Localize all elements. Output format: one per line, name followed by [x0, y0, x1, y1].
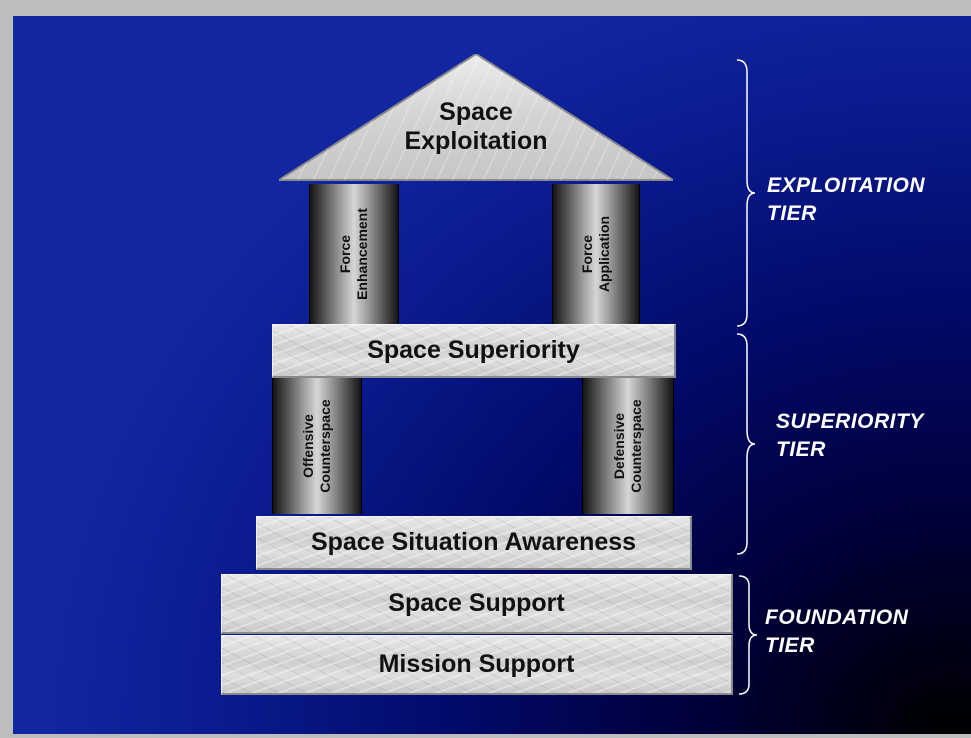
- tier-label-line2: TIER: [767, 202, 817, 225]
- column-offensive-counterspace: Offensive Counterspace: [272, 378, 362, 514]
- superiority-tier-label: SUPERIORITY TIER: [776, 408, 924, 464]
- space-situation-awareness-label: Space Situation Awareness: [310, 528, 637, 556]
- column-force-enhancement: Force Enhancement: [309, 184, 399, 324]
- foundation-tier-brace: [738, 575, 758, 695]
- column-force-enhancement-label: Force Enhancement: [337, 184, 371, 324]
- tier-label-line2: TIER: [776, 438, 826, 461]
- column-defensive-counterspace-label: Defensive Counterspace: [611, 376, 645, 516]
- tier-label-line1: FOUNDATION: [765, 606, 909, 629]
- column-label-line2: Counterspace: [317, 399, 333, 493]
- roof-title-line1: Space: [439, 98, 513, 126]
- column-label-line1: Defensive: [611, 412, 627, 480]
- tier-label-line2: TIER: [765, 634, 815, 657]
- column-defensive-counterspace: Defensive Counterspace: [582, 378, 674, 514]
- slide-background: Space Exploitation Force Enhancement For…: [13, 16, 971, 734]
- mission-support-label: Mission Support: [378, 650, 575, 678]
- column-label-line2: Counterspace: [628, 399, 644, 493]
- roof-pediment: [279, 54, 673, 181]
- column-force-application-label: Force Application: [579, 184, 613, 324]
- space-support-slab: Space Support: [221, 574, 733, 634]
- column-label-line1: Force: [337, 234, 353, 274]
- column-label-line1: Force: [579, 234, 595, 274]
- space-superiority-slab: Space Superiority: [272, 324, 676, 378]
- superiority-tier-brace: [736, 333, 756, 555]
- column-force-application: Force Application: [552, 184, 640, 324]
- roof-title-line2: Exploitation: [404, 127, 548, 155]
- tier-label-line1: SUPERIORITY: [776, 410, 924, 433]
- column-label-line1: Offensive: [300, 414, 316, 478]
- exploitation-tier-brace: [736, 59, 756, 327]
- space-superiority-label: Space Superiority: [367, 336, 580, 364]
- mission-support-slab: Mission Support: [221, 635, 733, 695]
- space-situation-awareness-slab: Space Situation Awareness: [256, 516, 692, 570]
- exploitation-tier-label: EXPLOITATION TIER: [767, 172, 925, 228]
- space-support-label: Space Support: [388, 589, 565, 617]
- foundation-tier-label: FOUNDATION TIER: [765, 604, 908, 660]
- tier-label-line1: EXPLOITATION: [767, 174, 926, 197]
- column-offensive-counterspace-label: Offensive Counterspace: [300, 376, 334, 516]
- column-label-line2: Enhancement: [354, 208, 370, 300]
- roof-title: Space Exploitation: [329, 98, 623, 156]
- column-label-line2: Application: [596, 215, 612, 293]
